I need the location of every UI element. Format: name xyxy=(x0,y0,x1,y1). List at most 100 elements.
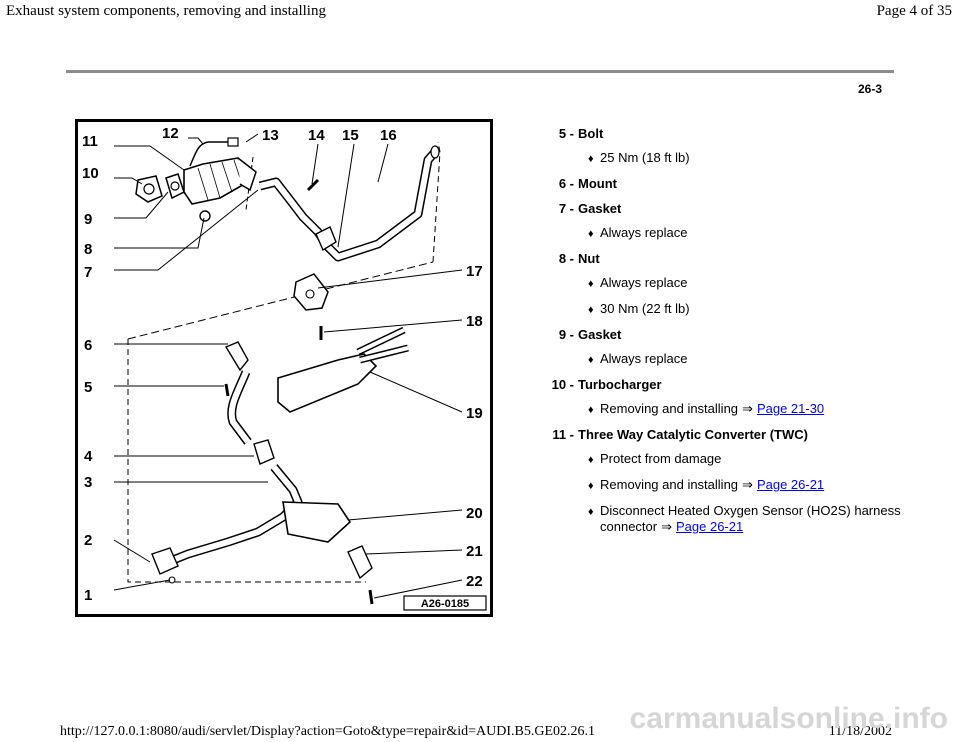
part-number: 10 - xyxy=(551,377,574,392)
document-title: Exhaust system components, removing and … xyxy=(6,3,326,19)
reference-arrow-icon: ⇒ xyxy=(742,401,753,416)
oxygen-sensor-wire xyxy=(189,141,228,167)
spec-text: Always replace xyxy=(600,275,688,290)
part-item: 5 -Bolt♦25 Nm (18 ft lb) xyxy=(548,126,928,166)
callout-13: 13 xyxy=(262,127,279,144)
mount-bolt-lower xyxy=(224,383,230,397)
rear-muffler xyxy=(227,326,409,445)
pipe-mount xyxy=(293,273,329,311)
footer-url: http://127.0.0.1:8080/audi/servlet/Displ… xyxy=(60,724,595,739)
part-name: Gasket xyxy=(578,201,622,216)
callout-19: 19 xyxy=(466,405,483,422)
diamond-bullet-icon: ♦ xyxy=(588,153,594,165)
part-number: 11 - xyxy=(552,427,574,442)
part-specs: ♦ Always replace xyxy=(548,225,928,241)
part-number: 9 - xyxy=(558,327,574,342)
page-reference-link[interactable]: Page 26-21 xyxy=(676,519,744,534)
pipe-clamp xyxy=(253,439,275,465)
callout-6: 6 xyxy=(84,337,92,354)
spec-item: ♦ 25 Nm (18 ft lb) xyxy=(588,150,928,166)
spec-text: 30 Nm (22 ft lb) xyxy=(600,301,690,316)
part-specs: ♦ Always replace xyxy=(548,351,928,367)
figure-code-box xyxy=(403,595,487,611)
bolt xyxy=(306,178,320,192)
spec-text: Protect from damage xyxy=(600,451,722,466)
spec-item: ♦ Removing and installing⇒Page 26-21 xyxy=(588,477,928,493)
callout-1: 1 xyxy=(84,587,92,604)
callout-7: 7 xyxy=(84,264,92,281)
page-reference-link[interactable]: Page 21-30 xyxy=(756,401,825,416)
callout-14: 14 xyxy=(308,127,325,144)
part-name: Mount xyxy=(578,176,617,191)
part-specs: ♦ Protect from damage ♦ Removing and instal… xyxy=(548,451,928,535)
part-name: Three Way Catalytic Converter (TWC) xyxy=(578,427,808,442)
rear-mount-bolt xyxy=(368,589,374,605)
spec-item: ♦ Removing and installing⇒Page 21-30 xyxy=(588,401,928,417)
catalytic-converter xyxy=(183,157,257,205)
part-specs: ♦ Always replace ♦ 30 Nm (22 ft lb) xyxy=(548,275,928,317)
part-number: 7 - xyxy=(558,201,574,216)
callout-15: 15 xyxy=(342,127,359,144)
part-name: Bolt xyxy=(578,126,604,141)
part-number: 8 - xyxy=(558,251,574,266)
spec-text: Always replace xyxy=(600,225,688,240)
sensor-connector xyxy=(227,137,239,147)
spec-item: ♦ 30 Nm (22 ft lb) xyxy=(588,301,928,317)
section-number: 26-3 xyxy=(858,82,883,96)
callout-17: 17 xyxy=(466,263,483,280)
diamond-bullet-icon: ♦ xyxy=(588,278,594,290)
diamond-bullet-icon: ♦ xyxy=(588,354,594,366)
leader-lines xyxy=(113,133,463,599)
spec-text: 25 Nm (18 ft lb) xyxy=(600,150,690,165)
callout-11: 11 xyxy=(82,133,98,150)
callout-18: 18 xyxy=(466,313,483,330)
turbocharger-flange xyxy=(135,173,185,203)
footer-date: 11/18/2002 xyxy=(828,724,892,739)
callout-8: 8 xyxy=(84,241,92,258)
diamond-bullet-icon: ♦ xyxy=(588,506,594,518)
rear-mount xyxy=(347,545,373,580)
assembly-outline-right xyxy=(432,141,441,263)
front-clamp xyxy=(151,547,179,575)
callout-20: 20 xyxy=(466,505,483,522)
part-name: Gasket xyxy=(578,327,622,342)
center-muffler xyxy=(166,464,352,567)
diamond-bullet-icon: ♦ xyxy=(588,404,594,416)
header-rule xyxy=(66,70,894,73)
callout-5: 5 xyxy=(84,379,92,396)
exhaust-diagram: 1 2 3 4 5 6 7 8 9 10 11 12 13 14 15 16 1… xyxy=(75,119,493,617)
spec-item: ♦ Disconnect Heated Oxygen Sensor (HO2S) … xyxy=(588,503,928,535)
diamond-bullet-icon: ♦ xyxy=(588,480,594,492)
mount-bracket xyxy=(224,341,249,372)
spec-item: ♦ Always replace xyxy=(588,225,928,241)
reference-arrow-icon: ⇒ xyxy=(742,477,753,492)
spec-text: Removing and installing xyxy=(600,477,739,492)
callout-21: 21 xyxy=(466,543,483,560)
callout-22: 22 xyxy=(466,573,483,590)
callout-4: 4 xyxy=(84,448,93,465)
callout-16: 16 xyxy=(380,127,397,144)
diamond-bullet-icon: ♦ xyxy=(588,228,594,240)
part-item: 7 - Gasket ♦ Always replace xyxy=(548,201,928,241)
spec-text: Removing and installing xyxy=(600,401,739,416)
nut xyxy=(199,210,211,222)
page-reference-link[interactable]: Page 26-21 xyxy=(756,477,825,492)
callout-numbers: 1 2 3 4 5 6 7 8 9 10 11 12 13 14 15 16 1… xyxy=(82,125,483,604)
part-item: 6 -Mount xyxy=(548,176,928,191)
diamond-bullet-icon: ♦ xyxy=(588,304,594,316)
spec-text: Always replace xyxy=(600,351,688,366)
diagram-canvas: 1 2 3 4 5 6 7 8 9 10 11 12 13 14 15 16 1… xyxy=(78,122,490,614)
part-specs: ♦ 25 Nm (18 ft lb) xyxy=(548,150,928,166)
spec-text: Disconnect Heated Oxygen Sensor (HO2S) h… xyxy=(600,503,901,534)
page-indicator: Page 4 of 35 xyxy=(876,3,952,19)
part-item: 11 - Three Way Catalytic Converter (TWC) ♦… xyxy=(548,427,928,535)
part-name: Nut xyxy=(578,251,600,266)
assembly-outline-diagonal xyxy=(127,261,434,340)
reference-arrow-icon: ⇒ xyxy=(661,519,672,534)
front-pipe xyxy=(258,145,440,262)
part-item: 10 -Turbocharger♦Removing and installing… xyxy=(548,377,928,417)
callout-2: 2 xyxy=(84,532,92,549)
callout-10: 10 xyxy=(82,165,99,182)
exhaust-diagram-drawing: 1 2 3 4 5 6 7 8 9 10 11 12 13 14 15 16 1… xyxy=(82,125,487,611)
